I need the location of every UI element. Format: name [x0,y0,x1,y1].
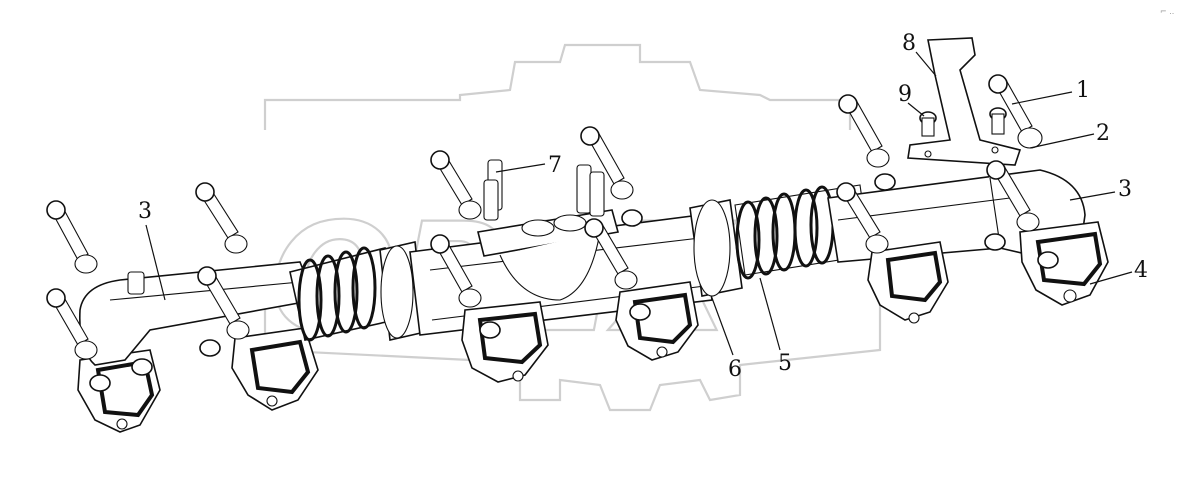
callout-1: 1 [1076,78,1090,103]
leader-3-left [145,224,166,301]
leader-2 [1029,133,1095,149]
bolt [46,288,98,360]
stud-nut [89,374,111,392]
bolt [838,94,890,168]
stud-nut [621,209,643,227]
leader-6 [711,297,734,356]
bolt [195,182,248,254]
flange-hole [266,395,278,407]
stud-nut [1037,251,1059,269]
gasket-part-4 [1035,231,1103,287]
right-manifold-section [827,37,1109,324]
leader-3-right [1069,191,1116,201]
stud-nut [131,358,153,376]
leader-8 [915,51,937,77]
bracket-part-8 [907,37,1022,166]
left-gasket-2 [249,339,311,395]
bolt [836,182,889,254]
left-bellows [289,246,396,342]
leader-4 [1089,271,1133,285]
bolt [580,126,634,200]
bolt [584,218,638,290]
callout-2: 2 [1096,121,1110,146]
flange-hole [116,418,128,430]
bolt [986,160,1040,232]
stud-nut [629,303,651,321]
callout-6: 6 [728,357,742,382]
bolt [430,150,482,220]
stud-nut [874,173,896,191]
stud-nut [479,321,501,339]
left-manifold-section [46,182,319,433]
center-manifold-section [409,126,713,383]
bolt [430,234,482,308]
stud-nut [984,233,1006,251]
left-bolts [46,182,250,392]
stud-nut [199,339,221,357]
bolt-part-2-stud [989,107,1007,135]
leader-7 [495,163,546,173]
bolt-part-9 [919,111,937,137]
callout-numbers: 1 2 3 3 4 5 6 7 8 9 [138,31,1148,382]
callout-3-right: 3 [1118,177,1132,202]
callout-8: 8 [902,31,916,56]
left-manifold-pipe-ridge [109,281,301,301]
bolt [46,200,98,274]
center-bolts [430,126,651,339]
right-bolts [836,74,1059,269]
leader-9 [907,102,925,117]
right-sleeve-part-6 [689,199,743,297]
left-boss [127,271,145,295]
callout-7: 7 [548,153,562,178]
leader-1 [1011,91,1073,105]
corner-mark: ⌐ .. [1160,7,1174,16]
bolt-part-1 [988,74,1043,149]
callout-4: 4 [1134,258,1148,283]
leader-lines [145,51,1133,356]
callout-3-left: 3 [138,199,152,224]
center-flange-plate-1 [461,301,549,383]
leader-5 [759,277,781,351]
bolt [197,266,250,340]
flange-studs [483,159,605,221]
callout-5: 5 [778,351,792,376]
callout-9: 9 [898,82,912,107]
